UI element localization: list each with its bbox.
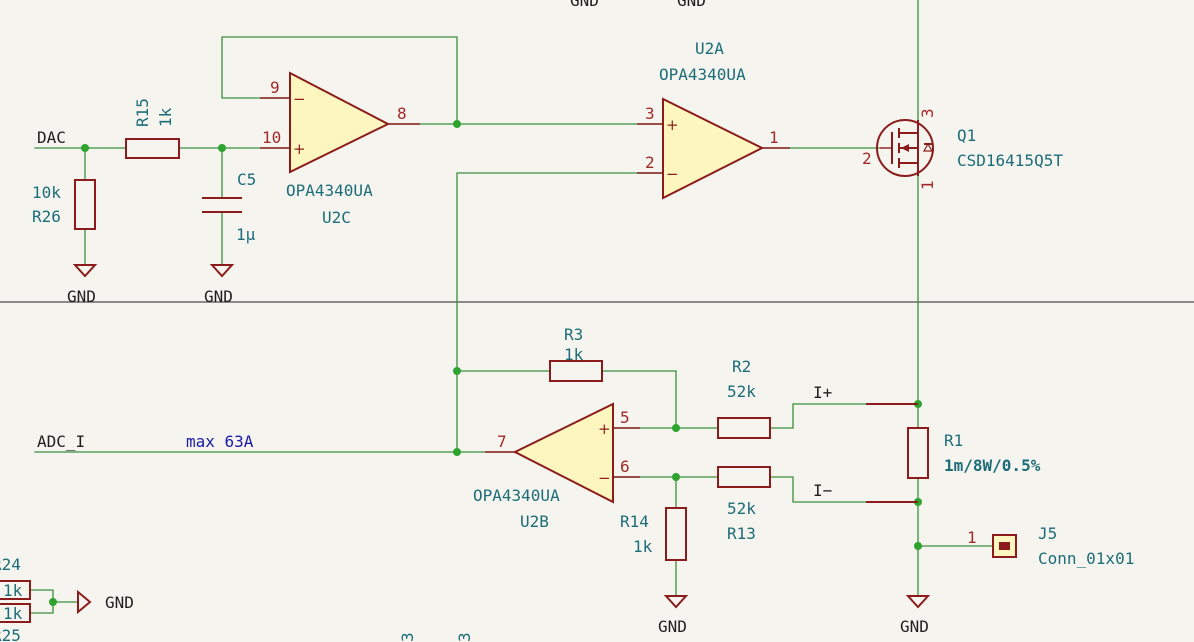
r15-value: 1k — [156, 107, 175, 127]
partial-r25-ref: R25 — [0, 626, 21, 642]
u2c-pin-8: 8 — [397, 104, 407, 123]
r3-ref: R3 — [564, 325, 583, 344]
u2a-ref: U2A — [695, 39, 724, 58]
gnd-symbol-r26: GND — [67, 264, 98, 306]
svg-text:−: − — [598, 469, 611, 487]
resistor-r13[interactable]: 52k R13 — [717, 466, 771, 543]
r13-ref: R13 — [727, 524, 756, 543]
j5-pin-1: 1 — [967, 528, 977, 547]
partial-resistors-left: R24 1k 1k R25 — [0, 555, 31, 642]
u2a-pin-2: 2 — [645, 153, 655, 172]
u2a-pin-1: 1 — [769, 128, 779, 147]
r14-ref: R14 — [620, 512, 649, 531]
r26-value: 10k — [32, 183, 61, 202]
partial-r24-value: 1k — [3, 581, 23, 600]
u2b-pin-5: 5 — [620, 408, 630, 427]
svg-text:−: − — [293, 90, 306, 108]
opamp-u2b[interactable]: + − 5 6 7 OPA4340UA U2B — [473, 402, 640, 531]
svg-text:GND: GND — [900, 617, 929, 636]
u2c-ref: U2C — [322, 208, 351, 227]
r1-ref: R1 — [944, 431, 963, 450]
resistor-r26[interactable]: 10k R26 — [32, 179, 96, 230]
gnd-label-top-right: GND — [677, 0, 706, 10]
svg-text:GND: GND — [658, 617, 687, 636]
r2-value: 52k — [727, 382, 756, 401]
u2b-ref: U2B — [520, 512, 549, 531]
resistor-r1-shunt[interactable]: R1 1m/8W/0.5% — [866, 402, 1041, 503]
svg-text:GND: GND — [105, 593, 134, 612]
r15-ref: R15 — [133, 98, 152, 127]
resistor-r15[interactable]: R15 1k — [125, 98, 180, 159]
gnd-symbol-left: GND — [77, 589, 134, 615]
note-max-current: max 63A — [186, 432, 254, 451]
r1-value: 1m/8W/0.5% — [944, 456, 1041, 475]
q1-pin-source: 1 — [918, 180, 937, 190]
r3-value: 1k — [564, 345, 584, 364]
wires — [29, 0, 994, 614]
net-label-i-plus: I+ — [813, 383, 832, 402]
q1-value: CSD16415Q5T — [957, 151, 1063, 170]
mosfet-q1[interactable]: 2 3 1 Q1 CSD16415Q5T — [862, 108, 1063, 190]
opamp-u2c[interactable]: − + 9 10 8 OPA4340UA U2C — [260, 71, 420, 227]
net-label-dac: DAC — [37, 128, 66, 147]
opamp-u2a[interactable]: + − 3 2 1 U2A OPA4340UA — [637, 39, 790, 200]
u2b-pin-7: 7 — [497, 432, 507, 451]
gnd-symbol-c5: GND — [204, 264, 235, 306]
u2a-name: OPA4340UA — [659, 65, 746, 84]
u2c-pin-9: 9 — [270, 78, 280, 97]
resistor-r14[interactable]: R14 1k — [620, 507, 687, 561]
q1-ref: Q1 — [957, 126, 976, 145]
partial-r25-value: 1k — [3, 604, 23, 623]
svg-text:GND: GND — [204, 287, 233, 306]
u2a-pin-3: 3 — [645, 104, 655, 123]
u2b-pin-6: 6 — [620, 457, 630, 476]
net-label-i-minus: I− — [813, 481, 832, 500]
svg-text:GND: GND — [67, 287, 96, 306]
resistor-r3[interactable]: R3 1k — [549, 325, 603, 382]
c5-value: 1µ — [236, 225, 256, 244]
svg-text:+: + — [598, 420, 611, 438]
partial-r24-ref: R24 — [0, 555, 21, 574]
q1-pin-drain: 3 — [918, 108, 937, 118]
r13-value: 52k — [727, 499, 756, 518]
u2b-name: OPA4340UA — [473, 486, 560, 505]
r26-ref: R26 — [32, 207, 61, 226]
r14-value: 1k — [633, 537, 653, 556]
gnd-symbol-r14: GND — [658, 595, 689, 636]
gnd-label-top-left: GND — [570, 0, 599, 10]
bottom-partial-b: 3 — [455, 632, 474, 642]
svg-text:−: − — [666, 165, 679, 183]
r2-ref: R2 — [732, 357, 751, 376]
capacitor-c5[interactable]: C5 1µ — [202, 170, 256, 244]
j5-ref: J5 — [1038, 524, 1057, 543]
resistor-r2[interactable]: R2 52k — [717, 357, 771, 439]
connector-j5[interactable]: 1 J5 Conn_01x01 — [967, 524, 1134, 568]
j5-value: Conn_01x01 — [1038, 549, 1134, 568]
c5-ref: C5 — [237, 170, 256, 189]
gnd-symbol-j5: GND — [900, 595, 931, 636]
junctions — [49, 120, 922, 606]
bottom-partial-a: 3 — [398, 632, 417, 642]
u2c-pin-10: 10 — [262, 128, 281, 147]
svg-text:+: + — [666, 116, 679, 134]
net-label-adc-i: ADC_I — [37, 432, 85, 451]
q1-pin-gate: 2 — [862, 149, 872, 168]
svg-text:+: + — [293, 140, 306, 158]
u2c-name: OPA4340UA — [286, 181, 373, 200]
